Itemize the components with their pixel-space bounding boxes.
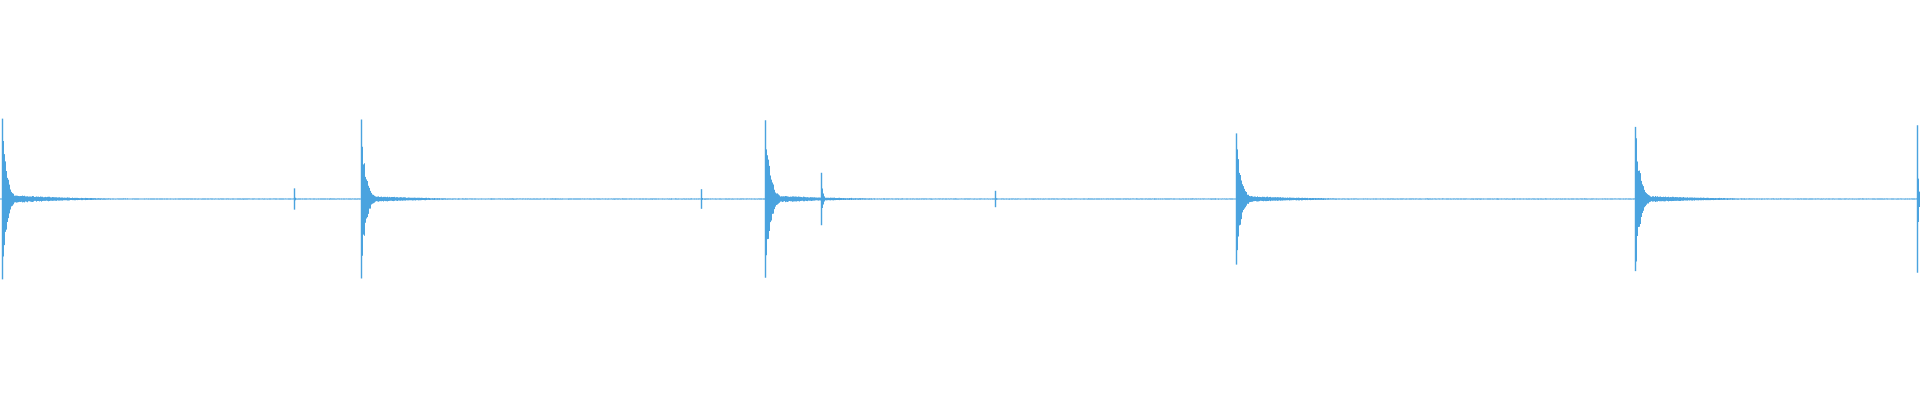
waveform-trace [0, 128, 1920, 270]
